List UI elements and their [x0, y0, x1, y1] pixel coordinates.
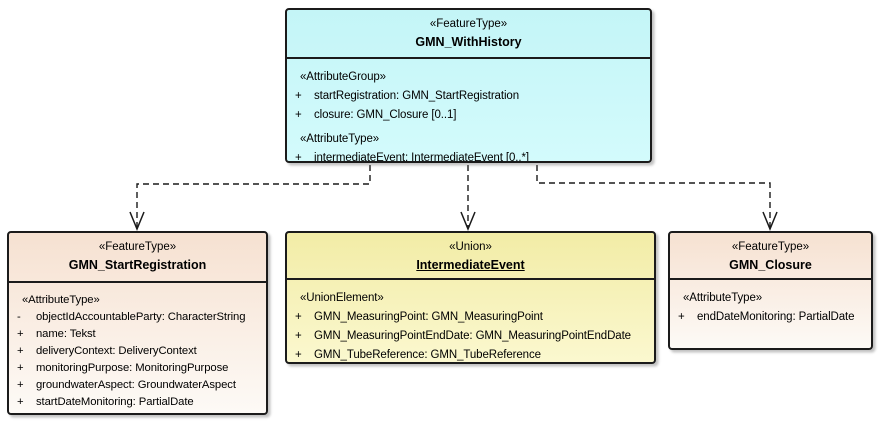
- attribute-compartment: «UnionElement» + GMN_MeasuringPoint: GMN…: [287, 280, 654, 362]
- attribute-text: GMN_MeasuringPointEndDate: GMN_Measuring…: [314, 329, 631, 342]
- class-name: GMN_WithHistory: [415, 35, 522, 49]
- stereotype-label: «Union»: [449, 241, 492, 253]
- class-name: GMN_StartRegistration: [68, 258, 207, 272]
- visibility-marker: +: [295, 151, 302, 162]
- visibility-marker: +: [17, 395, 24, 408]
- visibility-marker: +: [17, 361, 24, 374]
- attribute-text: endDateMonitoring: PartialDate: [697, 310, 855, 323]
- visibility-marker: +: [295, 310, 302, 323]
- visibility-marker: +: [295, 348, 302, 361]
- attribute-compartment: «AttributeType» - objectIdAccountablePar…: [9, 283, 266, 413]
- attribute-text: GMN_MeasuringPoint: GMN_MeasuringPoint: [314, 310, 543, 323]
- class-header: «FeatureType» GMN_Closure: [670, 233, 871, 280]
- class-header: «Union» IntermediateEvent: [287, 233, 654, 280]
- stereotype-label: «FeatureType»: [429, 18, 508, 30]
- class-box-gmn-closure[interactable]: «FeatureType» GMN_Closure «AttributeType…: [668, 231, 873, 350]
- open-arrowhead-icon: [129, 211, 145, 231]
- attribute-compartment: «AttributeType» + endDateMonitoring: Par…: [670, 280, 871, 348]
- class-box-gmn-withhistory[interactable]: «FeatureType» GMN_WithHistory «Attribute…: [285, 8, 652, 163]
- attribute-text: groundwaterAspect: GroundwaterAspect: [36, 378, 236, 391]
- visibility-marker: -: [17, 310, 21, 323]
- visibility-marker: +: [295, 108, 302, 121]
- visibility-marker: +: [295, 89, 302, 102]
- class-name: GMN_Closure: [729, 258, 812, 272]
- connector-withhistory-closure[interactable]: [536, 165, 778, 231]
- attribute-row: - objectIdAccountableParty: CharacterStr…: [12, 308, 263, 325]
- stereotype-group-label: «AttributeGroup»: [300, 70, 386, 83]
- stereotype-label: «FeatureType»: [731, 241, 810, 253]
- class-header: «FeatureType» GMN_StartRegistration: [9, 233, 266, 283]
- visibility-marker: +: [17, 344, 24, 357]
- visibility-marker: +: [678, 310, 685, 323]
- attribute-text: deliveryContext: DeliveryContext: [36, 344, 197, 357]
- attribute-text: closure: GMN_Closure [0..1]: [314, 108, 457, 121]
- class-name: IntermediateEvent: [416, 258, 525, 272]
- attribute-row: + startDateMonitoring: PartialDate: [12, 393, 263, 410]
- stereotype-group-label: «UnionElement»: [300, 291, 384, 304]
- connector-withhistory-intermediateevent[interactable]: [460, 165, 476, 231]
- visibility-marker: +: [17, 327, 24, 340]
- attribute-row: + closure: GMN_Closure [0..1]: [290, 105, 647, 124]
- connector-withhistory-startregistration[interactable]: [129, 165, 371, 231]
- open-arrowhead-icon: [460, 211, 476, 231]
- attribute-text: GMN_TubeReference: GMN_TubeReference: [314, 348, 541, 361]
- attribute-row: + intermediateEvent: IntermediateEvent […: [290, 148, 647, 162]
- visibility-marker: +: [295, 329, 302, 342]
- attribute-row: + GMN_MeasuringPoint: GMN_MeasuringPoint: [290, 307, 651, 326]
- attribute-row: + startRegistration: GMN_StartRegistrati…: [290, 86, 647, 105]
- class-header: «FeatureType» GMN_WithHistory: [287, 10, 650, 59]
- attribute-row: + groundwaterAspect: GroundwaterAspect: [12, 376, 263, 393]
- attribute-row: + name: Tekst: [12, 325, 263, 342]
- attribute-row: + GMN_MeasuringPointEndDate: GMN_Measuri…: [290, 326, 651, 345]
- attribute-text: intermediateEvent: IntermediateEvent [0.…: [314, 151, 529, 162]
- attribute-text: name: Tekst: [36, 327, 96, 340]
- stereotype-label: «FeatureType»: [98, 241, 177, 253]
- attribute-row: + GMN_TubeReference: GMN_TubeReference: [290, 345, 651, 362]
- attribute-text: monitoringPurpose: MonitoringPurpose: [36, 361, 229, 374]
- stereotype-group-label: «AttributeType»: [22, 293, 100, 306]
- class-box-intermediateevent[interactable]: «Union» IntermediateEvent «UnionElement»…: [285, 231, 656, 364]
- class-box-gmn-startregistration[interactable]: «FeatureType» GMN_StartRegistration «Att…: [7, 231, 268, 415]
- attribute-row: + deliveryContext: DeliveryContext: [12, 342, 263, 359]
- visibility-marker: +: [17, 378, 24, 391]
- stereotype-group-label: «AttributeType»: [683, 291, 763, 304]
- attribute-compartment: «AttributeGroup» + startRegistration: GM…: [287, 59, 650, 162]
- attribute-text: startDateMonitoring: PartialDate: [36, 395, 194, 408]
- attribute-row: + monitoringPurpose: MonitoringPurpose: [12, 359, 263, 376]
- stereotype-group-label: «AttributeType»: [300, 132, 380, 145]
- attribute-text: startRegistration: GMN_StartRegistration: [314, 89, 519, 102]
- attribute-row: + endDateMonitoring: PartialDate: [673, 307, 868, 326]
- attribute-text: objectIdAccountableParty: CharacterStrin…: [36, 310, 246, 323]
- open-arrowhead-icon: [762, 211, 778, 231]
